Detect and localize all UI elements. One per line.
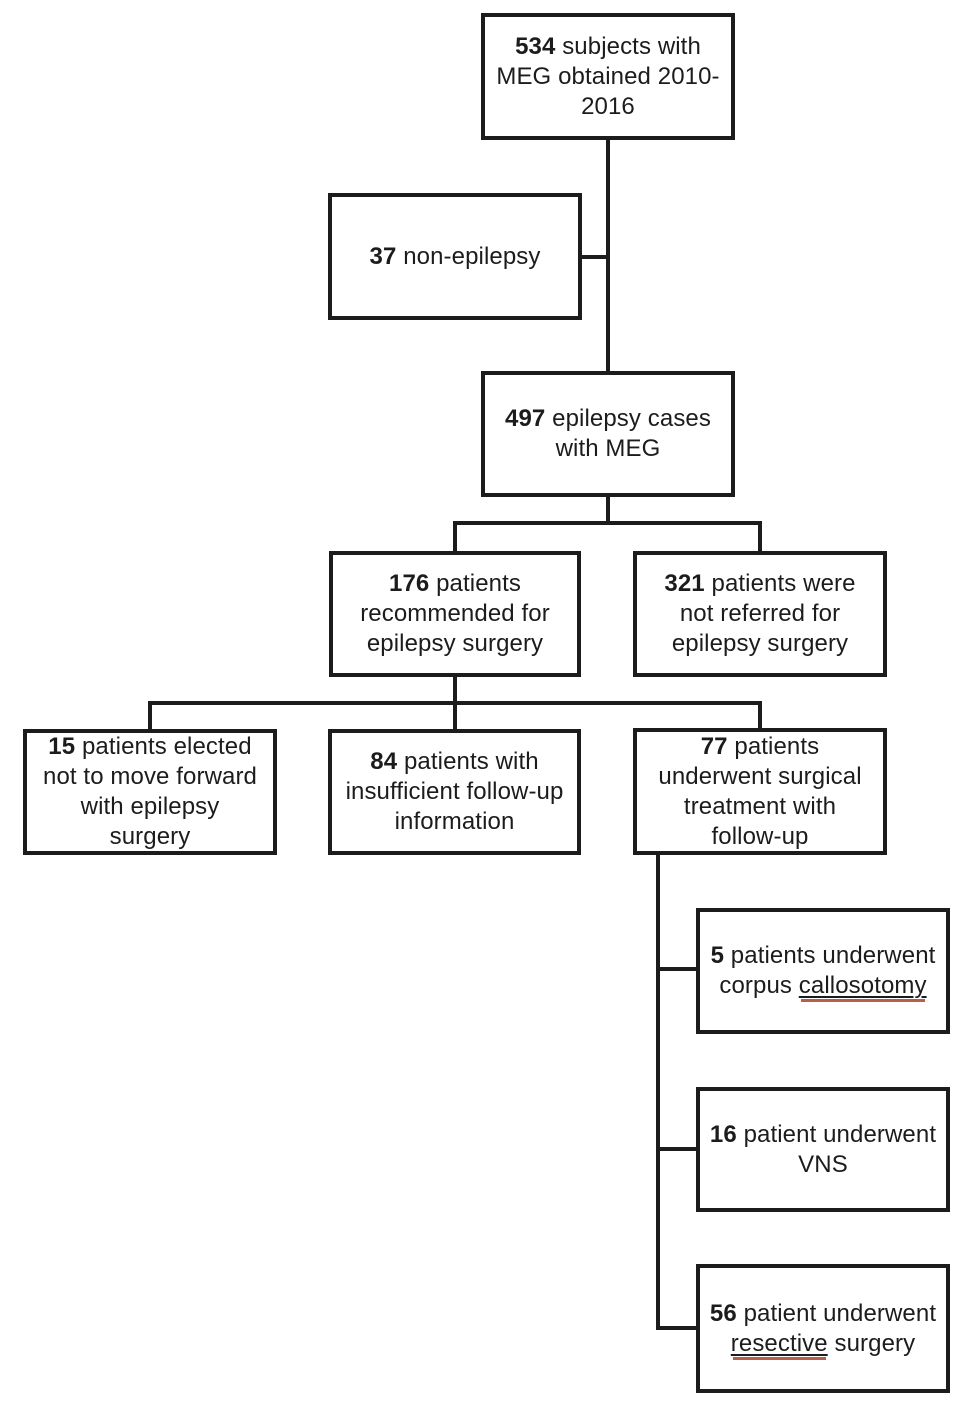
node-56-resective: 56 patient underwent resective surgery	[696, 1264, 950, 1393]
node-534-subjects: 534 subjects with MEG obtained 2010-2016	[481, 13, 735, 140]
node-5-underlined-word: callosotomy	[798, 972, 927, 999]
node-56-text-after: surgery	[827, 1329, 916, 1357]
node-321-not-referred: 321 patients were not referred for epile…	[633, 551, 887, 677]
node-534-subjects-label: 534 subjects with MEG obtained 2010-2016	[494, 32, 722, 122]
node-5-count: 5	[710, 942, 725, 969]
connector-split-to-176	[453, 521, 457, 551]
node-321-count: 321	[664, 570, 705, 597]
node-497-label: 497 epilepsy cases with MEG	[494, 404, 722, 464]
node-37-label: 37 non-epilepsy	[370, 242, 541, 272]
connector-split-176	[148, 701, 762, 705]
node-77-surgical-treatment: 77 patients underwent surgical treatment…	[633, 728, 887, 855]
node-15-count: 15	[48, 733, 76, 760]
node-176-recommended: 176 patients recommended for epilepsy su…	[329, 551, 581, 677]
node-5-label: 5 patients underwent corpus callosotomy	[709, 941, 937, 1001]
node-84-text: patients with insufficient follow-up inf…	[345, 748, 564, 835]
connector-stub-to-vns	[656, 1147, 696, 1151]
node-84-label: 84 patients with insufficient follow-up …	[341, 747, 568, 837]
node-77-label: 77 patients underwent surgical treatment…	[646, 732, 874, 852]
node-497-text: epilepsy cases with MEG	[545, 405, 711, 462]
node-84-insufficient-followup: 84 patients with insufficient follow-up …	[328, 729, 581, 855]
node-84-count: 84	[370, 748, 398, 775]
node-534-text: subjects with MEG obtained 2010-2016	[496, 32, 720, 120]
node-56-underlined-word: resective	[730, 1329, 828, 1357]
connector-split-497	[453, 521, 762, 525]
node-16-count: 16	[709, 1120, 737, 1148]
node-77-text: patients underwent surgical treatment wi…	[658, 732, 862, 850]
node-16-label: 16 patient underwent VNS	[709, 1120, 937, 1180]
connector-split-to-15	[148, 701, 152, 729]
node-56-text: patient underwent	[736, 1299, 937, 1327]
node-16-vns: 16 patient underwent VNS	[696, 1087, 950, 1212]
node-176-text: patients recommended for epilepsy surger…	[360, 570, 550, 657]
node-321-label: 321 patients were not referred for epile…	[646, 569, 874, 659]
node-37-non-epilepsy: 37 non-epilepsy	[328, 193, 582, 320]
node-321-text: patients were not referred for epilepsy …	[671, 570, 856, 657]
node-15-elected-not: 15 patients elected not to move forward …	[23, 729, 277, 855]
node-56-label: 56 patient underwent resective surgery	[709, 1299, 937, 1359]
node-5-text: patients underwent corpus	[719, 942, 936, 999]
connector-split-to-77	[758, 701, 762, 728]
connector-497-down	[606, 497, 610, 525]
connector-stub-to-resective	[656, 1326, 696, 1330]
node-176-label: 176 patients recommended for epilepsy su…	[342, 569, 568, 659]
node-534-count: 534	[515, 32, 556, 60]
node-176-count: 176	[389, 570, 430, 597]
node-16-text: patient underwent VNS	[736, 1120, 937, 1178]
node-37-text: non-epilepsy	[396, 242, 541, 270]
node-56-count: 56	[709, 1299, 737, 1327]
connector-trunk-534-to-497	[606, 140, 610, 371]
connector-37-to-trunk	[582, 255, 608, 259]
node-15-text: patients elected not to move forward wit…	[43, 733, 257, 850]
node-5-callosotomy: 5 patients underwent corpus callosotomy	[696, 908, 950, 1034]
connector-split-to-321	[758, 521, 762, 551]
node-77-count: 77	[700, 732, 728, 760]
node-15-label: 15 patients elected not to move forward …	[41, 732, 259, 852]
node-37-count: 37	[369, 242, 397, 270]
connector-stub-to-callosotomy	[656, 967, 696, 971]
node-497-count: 497	[505, 405, 546, 432]
connector-77-down	[656, 855, 660, 1330]
node-497-epilepsy-cases: 497 epilepsy cases with MEG	[481, 371, 735, 497]
